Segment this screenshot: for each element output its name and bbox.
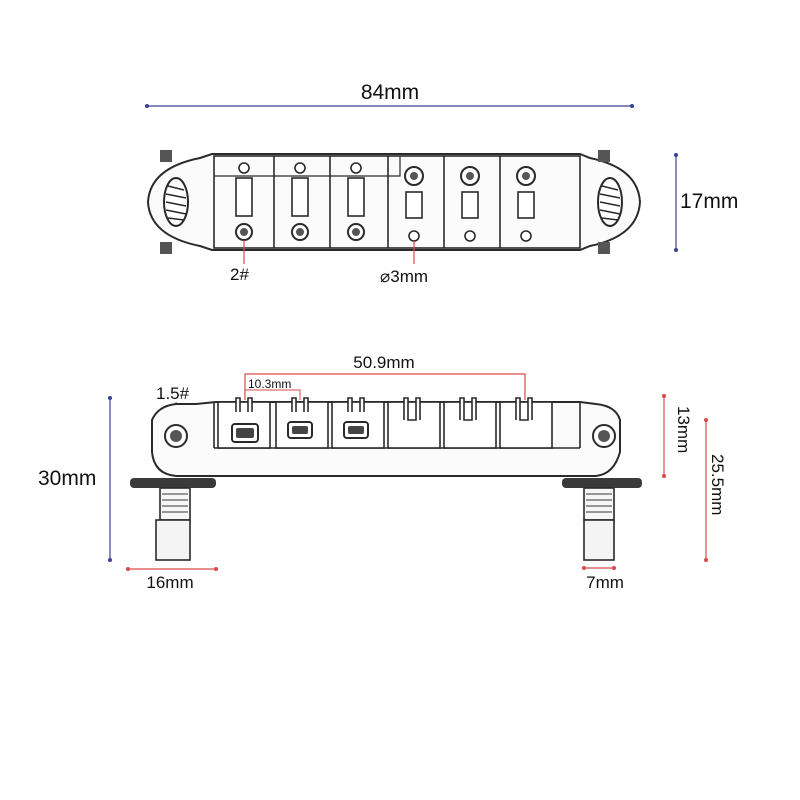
bridge-body-top [146, 153, 642, 251]
post-diameter-endpoint [582, 566, 586, 570]
width-dimension-endpoint [630, 104, 634, 108]
saddle-forks [235, 397, 533, 421]
side-view: 50.9mm 10.3mm 1.5# [38, 353, 727, 592]
post-stud [160, 242, 172, 254]
height-dimension-endpoint [674, 153, 678, 157]
saddle-top-2 [291, 162, 309, 241]
post-stud [598, 150, 610, 162]
top-view: 84mm 17mm [145, 81, 738, 286]
height-label: 17mm [680, 190, 738, 213]
right-mount-ring [597, 150, 623, 254]
saddle-frame [213, 155, 581, 249]
right-post [562, 478, 642, 561]
intonation-screws [231, 421, 369, 443]
total-height-label: 30mm [38, 467, 96, 490]
post-diameter-label: 7mm [586, 573, 624, 592]
total-height-endpoint [108, 396, 112, 400]
saddle-top-5 [460, 166, 480, 242]
left-post [130, 478, 216, 561]
saddle-label: 10.3mm [248, 377, 291, 391]
width-dimension-endpoint [145, 104, 149, 108]
right-end-screw [592, 424, 616, 448]
hole-label: ⌀3mm [380, 267, 428, 286]
post-diameter-endpoint [612, 566, 616, 570]
saddle-top-3 [347, 162, 365, 241]
left-end-screw [164, 424, 188, 448]
span-label: 50.9mm [353, 353, 414, 372]
saddle-dividers [273, 156, 501, 248]
post-width-label: 16mm [146, 573, 193, 592]
saddle-step-line [214, 156, 401, 177]
post-height-label: 25.5mm [708, 454, 727, 515]
body-height-label: 13mm [674, 406, 693, 453]
post-height-endpoint [704, 418, 708, 422]
saddle-dimension-bracket [244, 389, 301, 400]
post-stud [160, 150, 172, 162]
saddle-top-1 [235, 162, 253, 241]
total-height-endpoint [108, 558, 112, 562]
post-width-endpoint [126, 567, 130, 571]
body-height-endpoint [662, 474, 666, 478]
saddle-top-6 [516, 166, 536, 242]
post-height-endpoint [704, 558, 708, 562]
saddle-top-4 [404, 166, 424, 242]
width-label: 84mm [361, 81, 419, 104]
post-width-endpoint [214, 567, 218, 571]
post-stud [598, 242, 610, 254]
screw-label-side: 1.5# [156, 384, 190, 403]
body-height-endpoint [662, 394, 666, 398]
left-mount-ring [160, 150, 189, 254]
height-dimension-endpoint [674, 248, 678, 252]
span-dimension-bracket [244, 373, 526, 400]
screw-label-top: 2# [230, 265, 249, 284]
